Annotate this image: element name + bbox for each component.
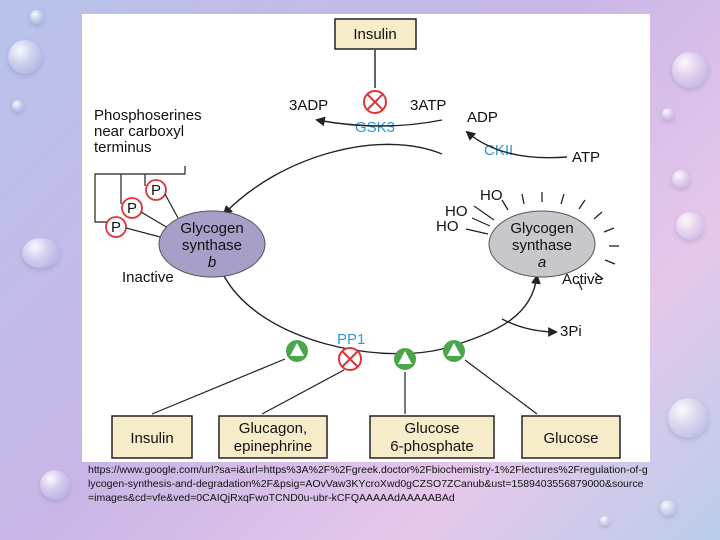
phosphate-label: P bbox=[127, 200, 137, 217]
phosphate-bond bbox=[140, 211, 169, 229]
inhibit-icon bbox=[341, 350, 359, 368]
glycogen-synthase-b-line3: b bbox=[208, 254, 216, 271]
glucose-label: Glucose bbox=[543, 430, 598, 447]
source-url-caption: https://www.google.com/url?sa=i&url=http… bbox=[88, 464, 648, 504]
phosphate-bond bbox=[164, 193, 179, 219]
adp-label: ADP bbox=[467, 109, 498, 126]
glycogen-synthase-a-line1: Glycogen bbox=[510, 220, 573, 237]
glycogen-synthase-a-line3: a bbox=[538, 254, 546, 271]
insulin-bottom-label: Insulin bbox=[130, 430, 173, 447]
pp1-label: PP1 bbox=[337, 331, 365, 348]
bubble bbox=[8, 40, 42, 74]
glucose-6-phosphate-box bbox=[369, 415, 495, 459]
effector-arrow bbox=[261, 369, 345, 415]
glucagon-box bbox=[218, 415, 328, 459]
glucose-6-phosphate-label-line2: 6-phosphate bbox=[390, 438, 473, 455]
effector-arrow bbox=[464, 359, 538, 415]
ho-bond bbox=[473, 205, 495, 221]
inactive-label: Inactive bbox=[122, 269, 174, 286]
top-right-reaction-label: 3ATP bbox=[410, 97, 446, 114]
bubble bbox=[12, 100, 24, 112]
phosphoserines-label-line3: terminus bbox=[94, 139, 152, 156]
bubble bbox=[600, 516, 610, 526]
effector-arrow bbox=[151, 358, 286, 415]
bubble bbox=[660, 500, 676, 516]
top-left-reaction-label: 3ADP bbox=[289, 97, 328, 114]
glycogen-synthase-b-line1: Glycogen bbox=[180, 220, 243, 237]
bubble bbox=[22, 238, 60, 268]
activity-rays bbox=[501, 192, 619, 291]
ckii-arc bbox=[465, 130, 568, 159]
glucagon-label-line2: epinephrine bbox=[234, 438, 312, 455]
glycogen-synthase-a-line2: synthase bbox=[512, 237, 572, 254]
phosphorylation-arrow bbox=[222, 143, 443, 216]
bubble bbox=[662, 108, 674, 120]
activate-icon bbox=[447, 343, 461, 356]
glycogen-synthase-regulation-diagram: Insulin 3ADP 3ATP GSK3 ADP CKII ATP Phos… bbox=[94, 18, 621, 459]
activate-icon bbox=[290, 343, 304, 356]
insulin-top-box bbox=[334, 18, 417, 50]
insulin-top-label: Insulin bbox=[353, 26, 396, 43]
glucose-box bbox=[521, 415, 621, 459]
diagram-figure: Insulin 3ADP 3ATP GSK3 ADP CKII ATP Phos… bbox=[82, 14, 650, 462]
bubble bbox=[672, 52, 708, 88]
ho-label-1: HO bbox=[480, 187, 503, 204]
pi-release-arc bbox=[501, 318, 558, 337]
bubble bbox=[668, 398, 708, 438]
active-label: Active bbox=[562, 271, 603, 288]
atp-label: ATP bbox=[572, 149, 600, 166]
phosphoserines-label-line2: near carboxyl bbox=[94, 123, 184, 140]
bubble bbox=[672, 170, 690, 188]
dephosphorylation-arrow bbox=[441, 274, 541, 350]
ho-label-3: HO bbox=[436, 218, 459, 235]
insulin-bottom-box bbox=[111, 415, 193, 459]
phosphate-circle bbox=[105, 216, 127, 238]
lower-cycle-left bbox=[223, 275, 443, 355]
glucose-6-phosphate-label-line1: Glucose bbox=[404, 420, 459, 437]
ho-bond bbox=[465, 228, 489, 235]
bubble bbox=[30, 10, 44, 24]
glycogen-synthase-a-node bbox=[488, 210, 596, 278]
inhibit-icon bbox=[366, 93, 384, 111]
glucagon-label-line1: Glucagon, bbox=[239, 420, 307, 437]
bubble bbox=[676, 212, 704, 240]
gsk3-phosphate-arc bbox=[315, 116, 443, 127]
pi-label: 3Pi bbox=[560, 323, 582, 340]
glycogen-synthase-b-node bbox=[158, 210, 266, 278]
glycogen-synthase-b-line2: synthase bbox=[182, 237, 242, 254]
phosphate-label: P bbox=[151, 182, 161, 199]
gsk3-label: GSK3 bbox=[355, 119, 395, 136]
ho-bond bbox=[471, 217, 491, 227]
phosphate-circle bbox=[121, 197, 143, 219]
phosphate-bond bbox=[125, 227, 165, 239]
phosphate-label: P bbox=[111, 219, 121, 236]
ho-label-2: HO bbox=[445, 203, 468, 220]
activate-icon bbox=[398, 351, 412, 364]
phosphoserines-label-line1: Phosphoserines bbox=[94, 107, 202, 124]
bubble bbox=[40, 470, 70, 500]
phosphate-circle bbox=[145, 179, 167, 201]
bracket bbox=[94, 166, 186, 223]
